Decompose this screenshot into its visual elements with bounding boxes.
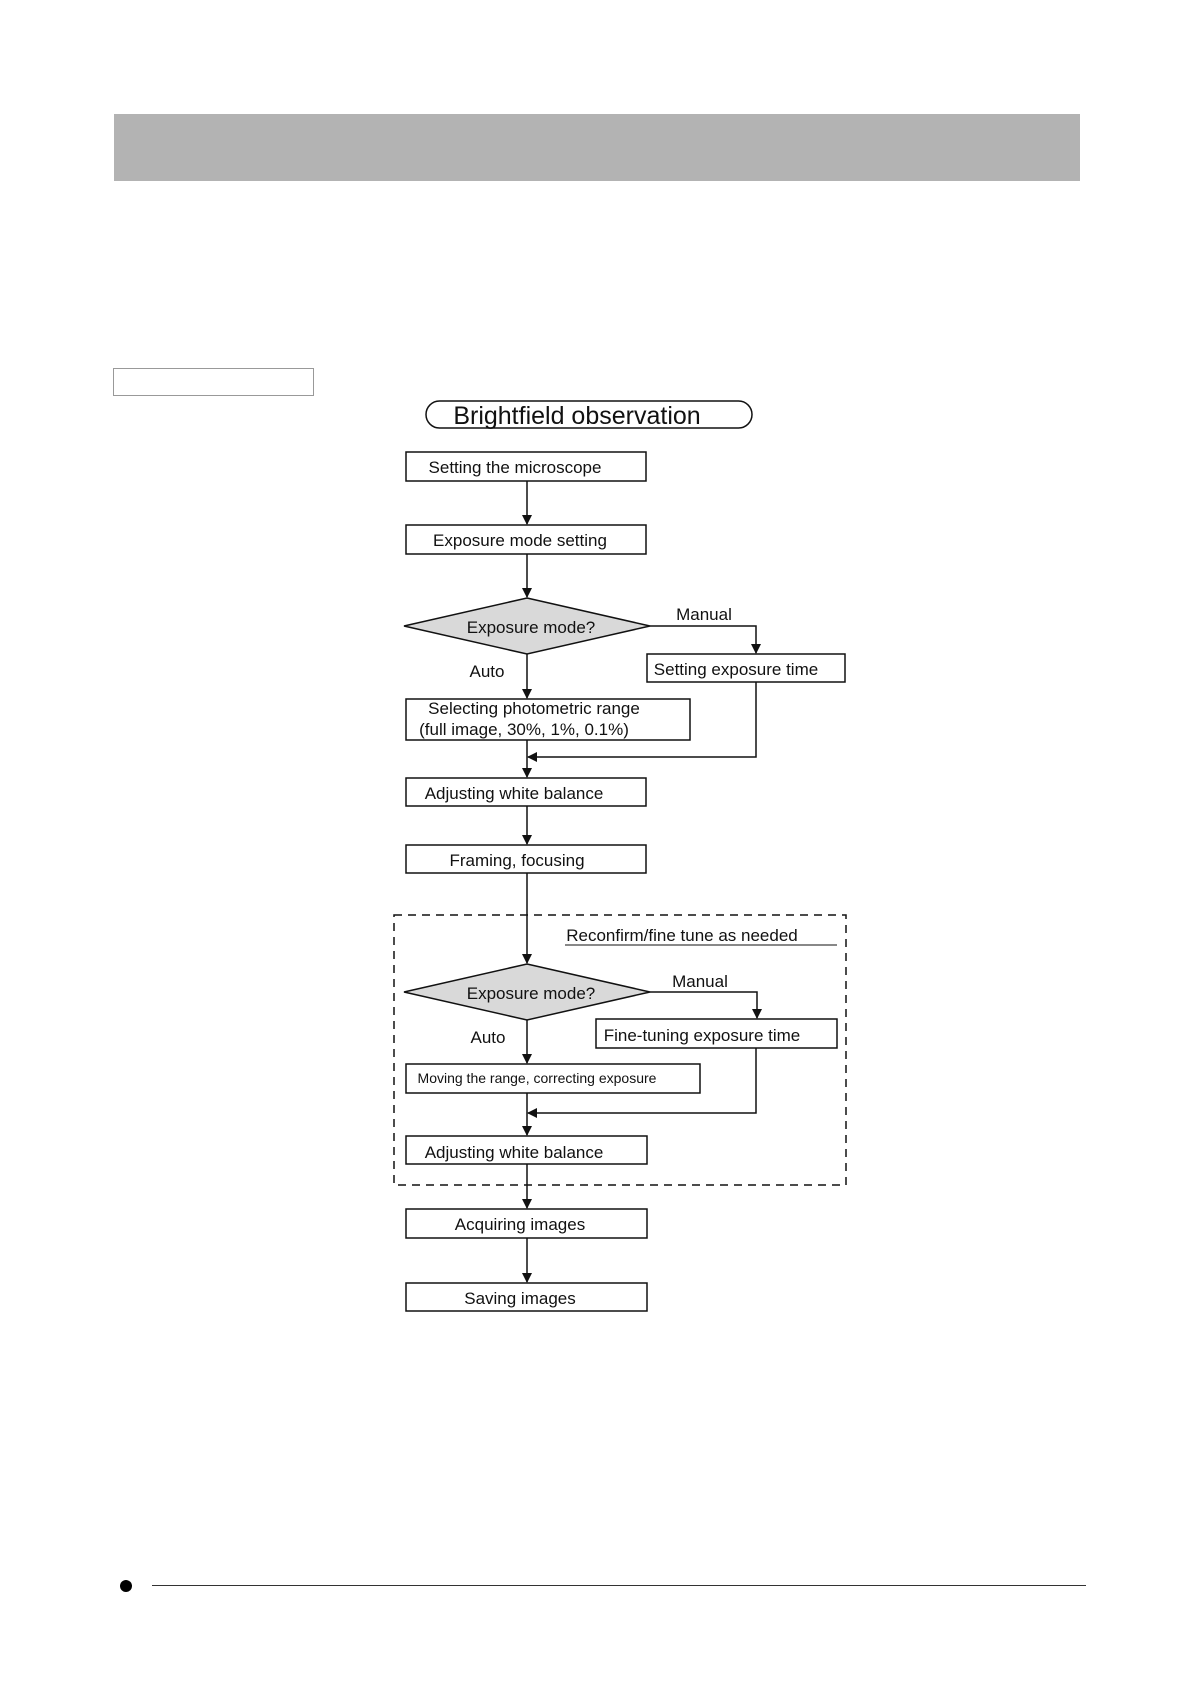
arrow-merge-1 — [527, 682, 757, 762]
label-photometric-line1: Selecting photometric range — [428, 699, 640, 718]
arrow-manual-2 — [650, 991, 762, 1019]
section-header-bar — [114, 114, 1080, 181]
label-setting-microscope: Setting the microscope — [429, 458, 602, 477]
label-photometric-line2: (full image, 30%, 1%, 0.1%) — [419, 720, 629, 739]
box-framing — [405, 844, 647, 874]
tab-label-box — [113, 368, 314, 396]
box-saving — [405, 1282, 648, 1312]
label-framing: Framing, focusing — [449, 851, 584, 870]
label-moving-range: Moving the range, correcting exposure — [418, 1070, 657, 1086]
footer-bullet — [120, 1580, 132, 1592]
label-saving: Saving images — [464, 1289, 576, 1308]
label-manual-2: Manual — [672, 972, 728, 991]
label-reconfirm: Reconfirm/fine tune as needed — [566, 926, 798, 945]
footer-rule — [152, 1585, 1086, 1586]
flowchart-title: Brightfield observation — [453, 402, 700, 430]
reconfirm-dashed-group — [393, 914, 847, 1186]
box-photometric-range — [405, 698, 691, 741]
box-setting-exposure-time — [646, 653, 846, 683]
arrow-manual-1 — [650, 625, 761, 654]
box-setting-microscope — [405, 451, 647, 482]
label-fine-tuning: Fine-tuning exposure time — [604, 1026, 801, 1045]
label-decision-1: Exposure mode? — [467, 618, 596, 637]
box-exposure-mode-setting — [405, 524, 647, 555]
label-auto-1: Auto — [470, 662, 505, 681]
box-white-balance-1 — [405, 777, 647, 807]
title-oval — [425, 400, 753, 429]
label-acquiring: Acquiring images — [455, 1215, 585, 1234]
label-auto-2: Auto — [471, 1028, 506, 1047]
arrow-merge-2 — [527, 1048, 757, 1118]
label-white-balance-1: Adjusting white balance — [425, 784, 604, 803]
box-moving-range — [405, 1063, 701, 1094]
label-decision-2: Exposure mode? — [467, 984, 596, 1003]
label-white-balance-2: Adjusting white balance — [425, 1143, 604, 1162]
label-setting-exposure-time: Setting exposure time — [654, 660, 818, 679]
label-exposure-mode-setting: Exposure mode setting — [433, 531, 607, 550]
label-manual-1: Manual — [676, 605, 732, 624]
box-fine-tuning — [595, 1018, 838, 1049]
